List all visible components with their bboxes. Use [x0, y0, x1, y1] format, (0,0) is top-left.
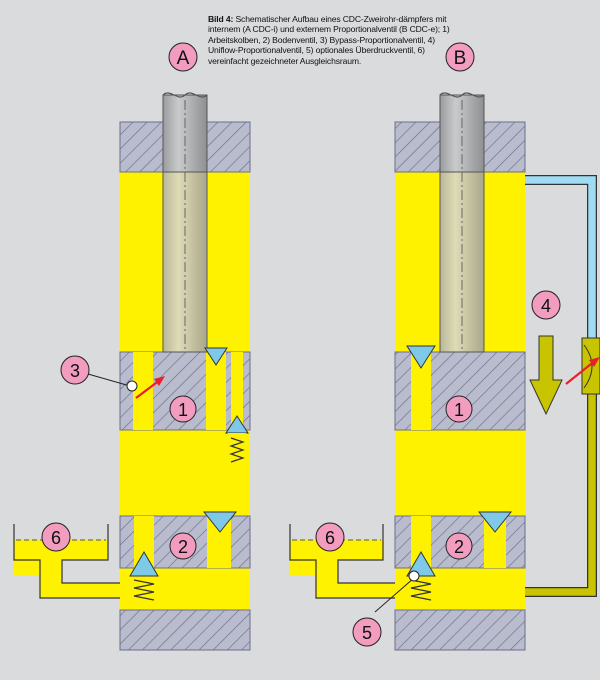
label-b-uniflow-text: 4	[541, 296, 551, 316]
b-callout-5-dot	[408, 570, 420, 582]
label-b-relief-text: 5	[362, 623, 372, 643]
b-piston-check-down	[406, 345, 436, 369]
a-reservoir-fluid	[14, 540, 120, 597]
label-a-piston-text: 1	[178, 400, 188, 420]
a-piston-spring	[229, 437, 245, 463]
b-reservoir-fluid	[290, 540, 395, 597]
a-rod-break	[162, 92, 208, 98]
a-reservoir-wall-inner	[61, 524, 120, 584]
label-b-piston-text: 1	[454, 400, 464, 420]
label-b-bottom-valve-text: 2	[454, 537, 464, 557]
b-callout-5-leader	[374, 577, 415, 613]
label-b-text: B	[454, 48, 467, 69]
a-bypass-arrow-head	[154, 376, 165, 386]
label-b-reservoir: 6	[315, 522, 345, 552]
label-a: A	[168, 42, 198, 72]
b-bottom-passage-left	[411, 516, 431, 568]
b-base	[394, 609, 526, 651]
b-rod-break	[439, 92, 485, 98]
b-bottom-check-up	[406, 551, 436, 577]
label-b-relief: 5	[352, 617, 382, 647]
label-a-reservoir-text: 6	[51, 528, 61, 548]
b-piston-passage	[411, 352, 431, 430]
label-a-bottom-valve-text: 2	[178, 537, 188, 557]
a-bottom-check-up	[129, 551, 159, 577]
a-piston-passage-mid	[206, 352, 226, 430]
b-ext-line-lower	[525, 392, 596, 596]
a-bottom-passage-left	[134, 516, 154, 568]
b-ext-line-upper	[525, 176, 596, 340]
b-bottom-check-down	[477, 511, 513, 533]
label-a-text: A	[177, 48, 190, 69]
a-reservoir-wall	[13, 524, 120, 599]
label-b: B	[445, 42, 475, 72]
label-a-bottom-valve: 2	[169, 532, 197, 560]
a-base	[119, 609, 251, 651]
a-callout-3-dot	[126, 380, 138, 392]
a-bottom-check-down	[202, 511, 238, 533]
b-bottom-passage-right	[484, 516, 506, 568]
b-ext-line-upper-outline	[525, 175, 597, 340]
label-a-piston: 1	[169, 395, 197, 423]
label-b-uniflow: 4	[531, 290, 561, 320]
callouts: A B 1 2 3 6 1	[41, 42, 561, 647]
a-piston-passage-right	[231, 352, 243, 430]
caption-lead: Bild 4:	[208, 14, 234, 24]
a-piston-passage-left	[133, 352, 153, 430]
b-uniflow-arrow-head	[589, 357, 600, 367]
label-a-bypass: 3	[60, 355, 90, 385]
a-callout-3-leader	[87, 373, 131, 387]
b-reservoir-wall	[289, 524, 395, 599]
label-b-reservoir-text: 6	[325, 528, 335, 548]
b-flow-direction-arrow	[529, 335, 563, 416]
label-a-bypass-text: 3	[70, 361, 80, 381]
b-ext-line-lower-outline	[525, 392, 597, 597]
b-uniflow-valve-throttle	[583, 344, 593, 389]
damper-a	[13, 92, 251, 651]
a-bottom-spring	[133, 579, 155, 601]
caption-text: Schematischer Aufbau eines CDC-Zweirohr-…	[208, 14, 450, 66]
b-uniflow-arrow-shaft	[565, 359, 597, 385]
a-piston-check-down	[204, 347, 228, 366]
label-b-piston: 1	[445, 395, 473, 423]
b-bottom-spring	[410, 579, 432, 601]
b-reservoir-wall-inner	[337, 524, 395, 584]
a-bypass-arrow-shaft	[135, 379, 161, 399]
label-a-reservoir: 6	[41, 522, 71, 552]
figure-caption: Bild 4: Schematischer Aufbau eines CDC-Z…	[208, 14, 458, 66]
b-uniflow-valve	[581, 337, 600, 395]
damper-b	[289, 92, 600, 651]
label-b-bottom-valve: 2	[445, 532, 473, 560]
